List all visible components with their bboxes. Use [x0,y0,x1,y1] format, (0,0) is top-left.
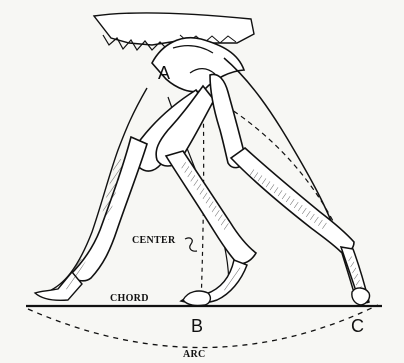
center-arrow [185,238,197,251]
point-c-label: C [351,317,364,335]
arc-label: ARC [183,350,206,360]
point-a-label: A [158,64,170,82]
center-label: CENTER [132,236,175,246]
chord-label: CHORD [110,294,149,304]
point-b-label: B [191,317,203,335]
foot-c [352,288,370,305]
foot-b [183,291,210,305]
